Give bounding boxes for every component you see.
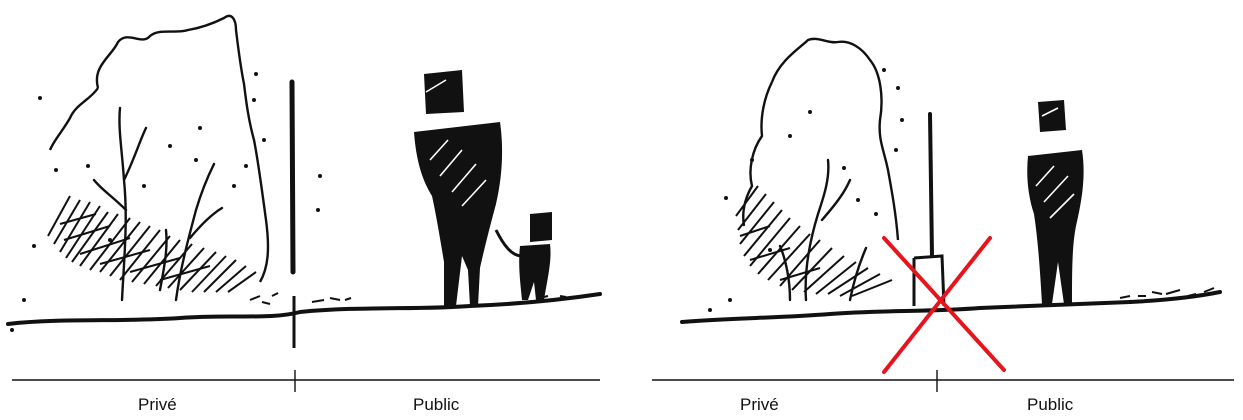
fence-post (930, 114, 932, 256)
shrub-outline (772, 39, 898, 240)
forbidden-cross (884, 238, 1004, 372)
label-private: Privé (740, 395, 779, 415)
shrub-hatching (48, 196, 256, 292)
adult-figure (414, 70, 502, 306)
ground-line (8, 294, 600, 324)
sketch-left (0, 0, 612, 420)
sketch-panel-allowed: Privé Public (0, 0, 612, 420)
shrub-dots (10, 72, 322, 332)
adult-figure (1027, 100, 1083, 304)
shrub-hatching (736, 186, 892, 296)
shrub-outline (97, 16, 268, 282)
shrub-outline-left (50, 88, 98, 150)
label-private: Privé (138, 395, 177, 415)
label-public: Public (413, 395, 459, 415)
fence-post (292, 82, 293, 272)
sketch-panel-forbidden: Privé Public (640, 0, 1243, 420)
label-public: Public (1027, 395, 1073, 415)
sketch-right (640, 0, 1243, 420)
held-hands (496, 230, 522, 256)
shrub-trunk (780, 160, 866, 300)
child-figure (519, 212, 552, 300)
